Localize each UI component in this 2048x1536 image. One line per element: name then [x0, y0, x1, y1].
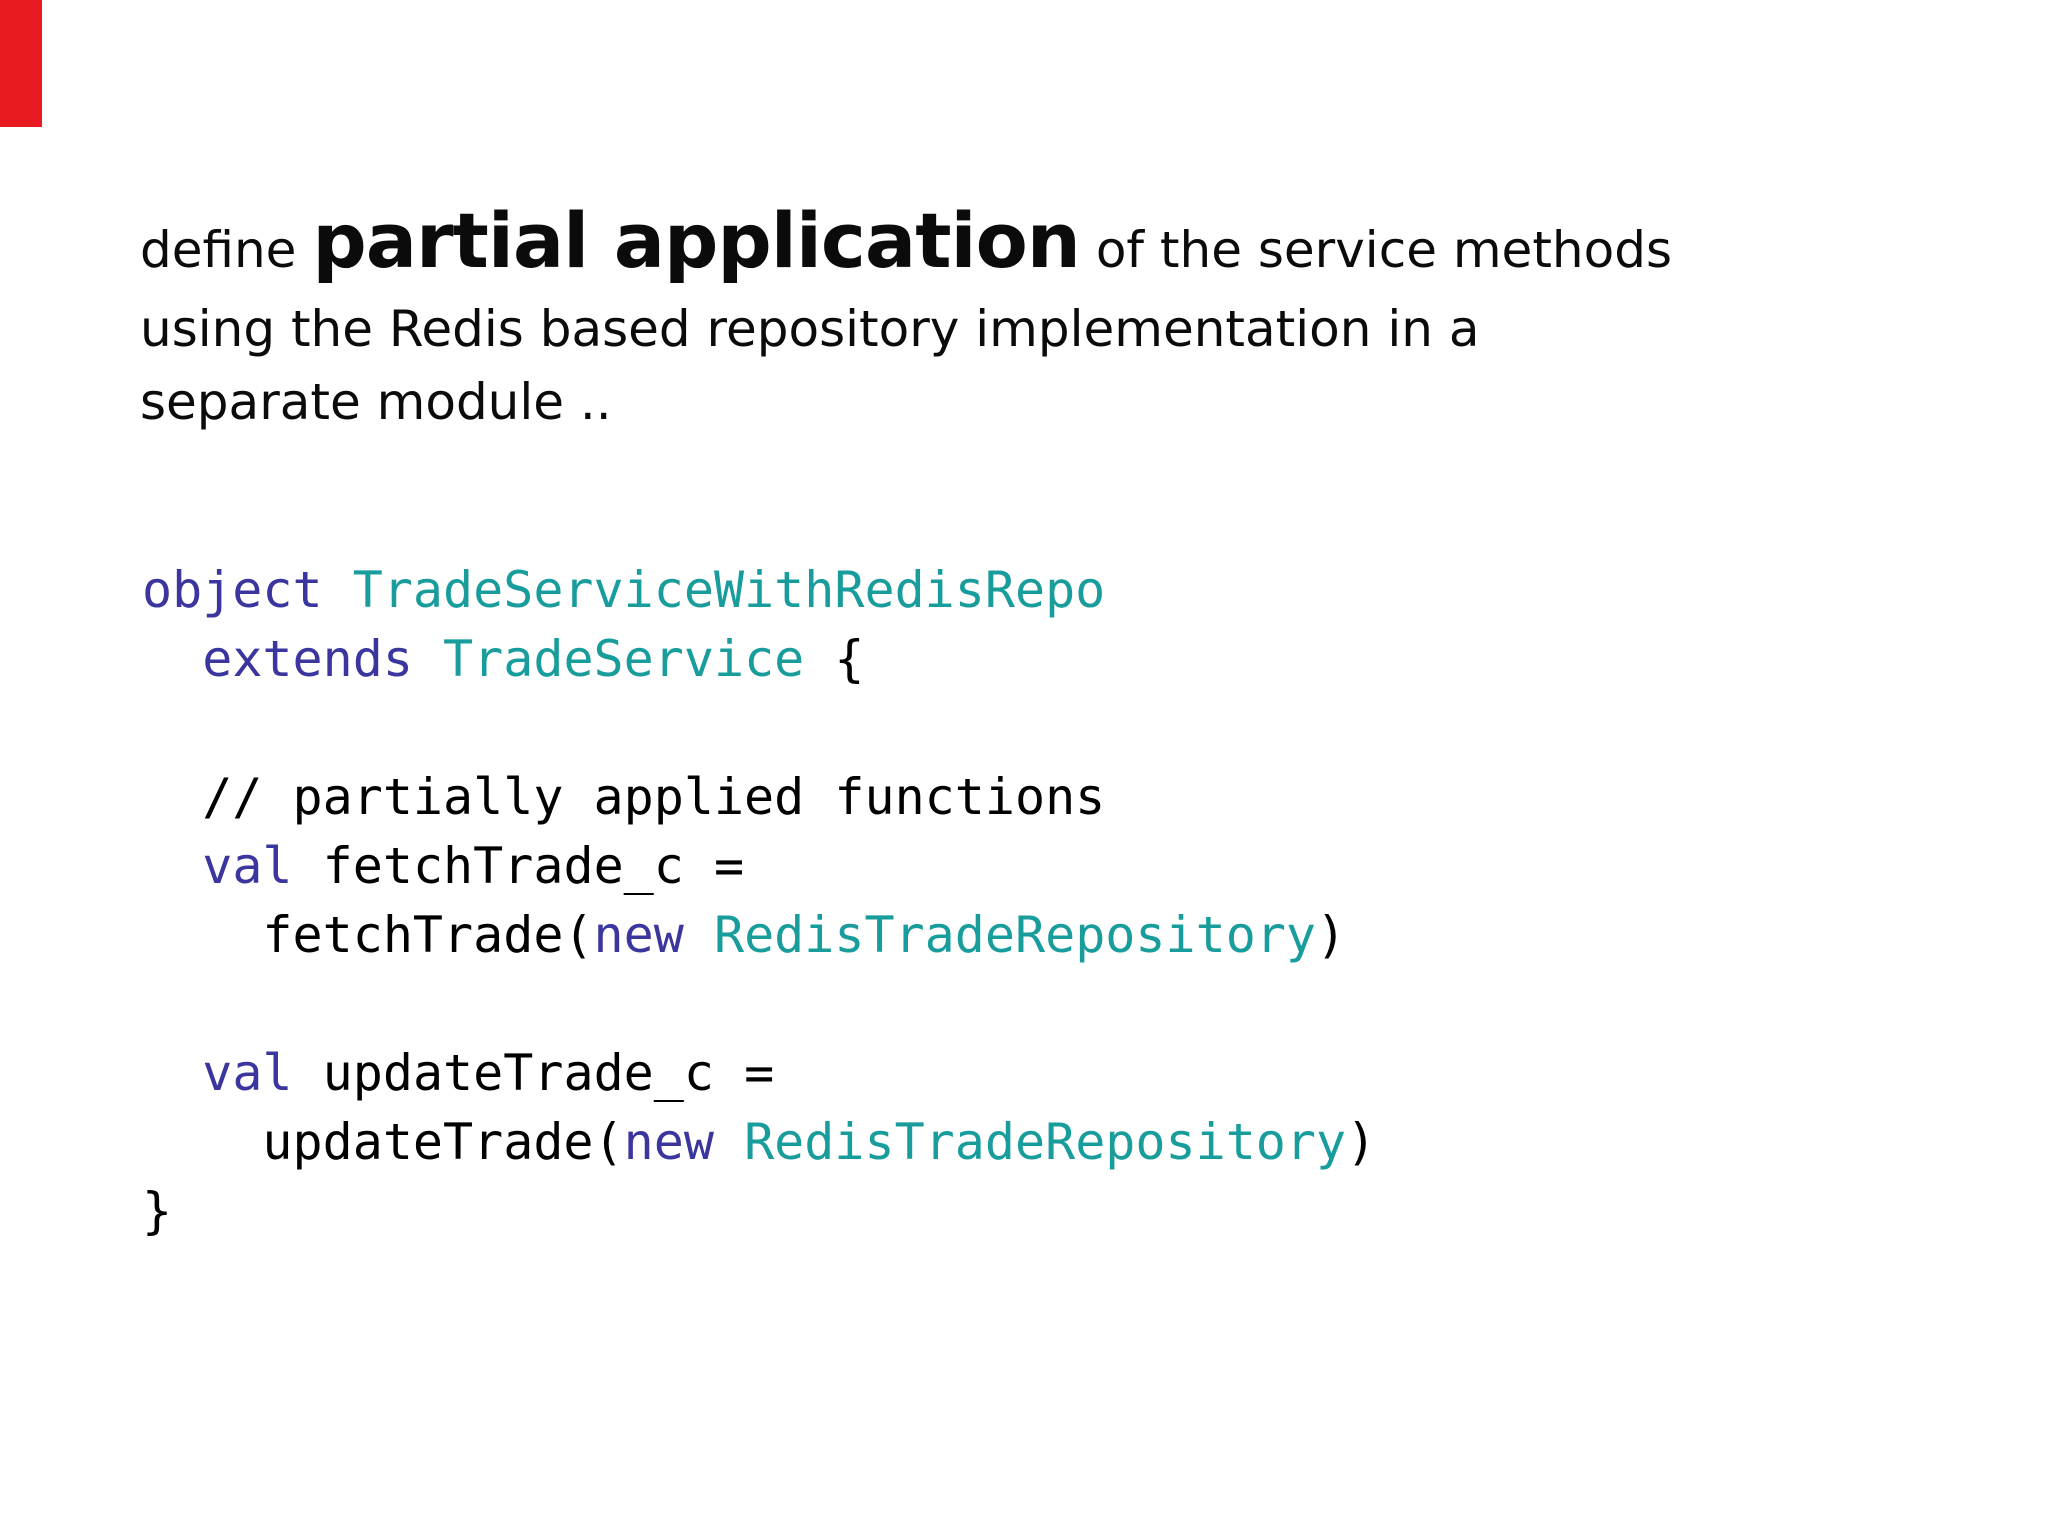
code-token-plain: fetchTrade(: [142, 906, 594, 964]
code-token-plain: [142, 837, 202, 895]
code-token-keyword: object: [142, 561, 353, 619]
code-line: extends TradeService {: [142, 625, 1376, 694]
code-token-keyword: val: [202, 837, 323, 895]
title-highlight: partial application: [312, 196, 1081, 285]
code-token-plain: {: [804, 630, 865, 688]
title-suffix: of the service methods: [1079, 221, 1672, 279]
title-line-1: define partial application of the servic…: [140, 198, 1960, 283]
code-token-type: TradeServiceWithRedisRepo: [352, 561, 1106, 619]
code-token-plain: // partially applied functions: [142, 768, 1106, 826]
code-line: val updateTrade_c =: [142, 1039, 1376, 1108]
code-token-keyword: new: [623, 1113, 745, 1171]
code-line: updateTrade(new RedisTradeRepository): [142, 1108, 1376, 1177]
code-token-plain: updateTrade(: [142, 1113, 624, 1171]
code-token-keyword: extends: [202, 630, 444, 688]
title-prefix: define: [140, 221, 313, 279]
code-token-plain: fetchTrade_c =: [322, 837, 745, 895]
title-line-2: using the Redis based repository impleme…: [140, 300, 1480, 359]
code-token-plain: [142, 1044, 202, 1102]
code-line: object TradeServiceWithRedisRepo: [142, 556, 1376, 625]
red-corner-bar: [0, 0, 42, 127]
code-line: fetchTrade(new RedisTradeRepository): [142, 901, 1376, 970]
code-token-type: RedisTradeRepository: [744, 1113, 1347, 1171]
code-token-plain: ): [1346, 1113, 1377, 1171]
code-line: [142, 970, 1376, 1039]
code-token-plain: updateTrade_c =: [322, 1044, 775, 1102]
code-line: }: [142, 1177, 1376, 1246]
slide-title: define partial application of the servic…: [140, 198, 1960, 439]
code-line: [142, 694, 1376, 763]
code-token-plain: }: [142, 1182, 173, 1240]
code-line: val fetchTrade_c =: [142, 832, 1376, 901]
code-token-type: RedisTradeRepository: [713, 906, 1317, 964]
title-line-3: separate module ..: [140, 373, 612, 432]
code-token-keyword: val: [202, 1044, 323, 1102]
code-token-type: TradeService: [443, 630, 805, 688]
code-token-plain: [142, 630, 202, 688]
code-block: object TradeServiceWithRedisRepo extends…: [142, 556, 1376, 1246]
code-line: // partially applied functions: [142, 763, 1376, 832]
code-token-plain: ): [1316, 906, 1347, 964]
code-token-keyword: new: [593, 906, 714, 964]
